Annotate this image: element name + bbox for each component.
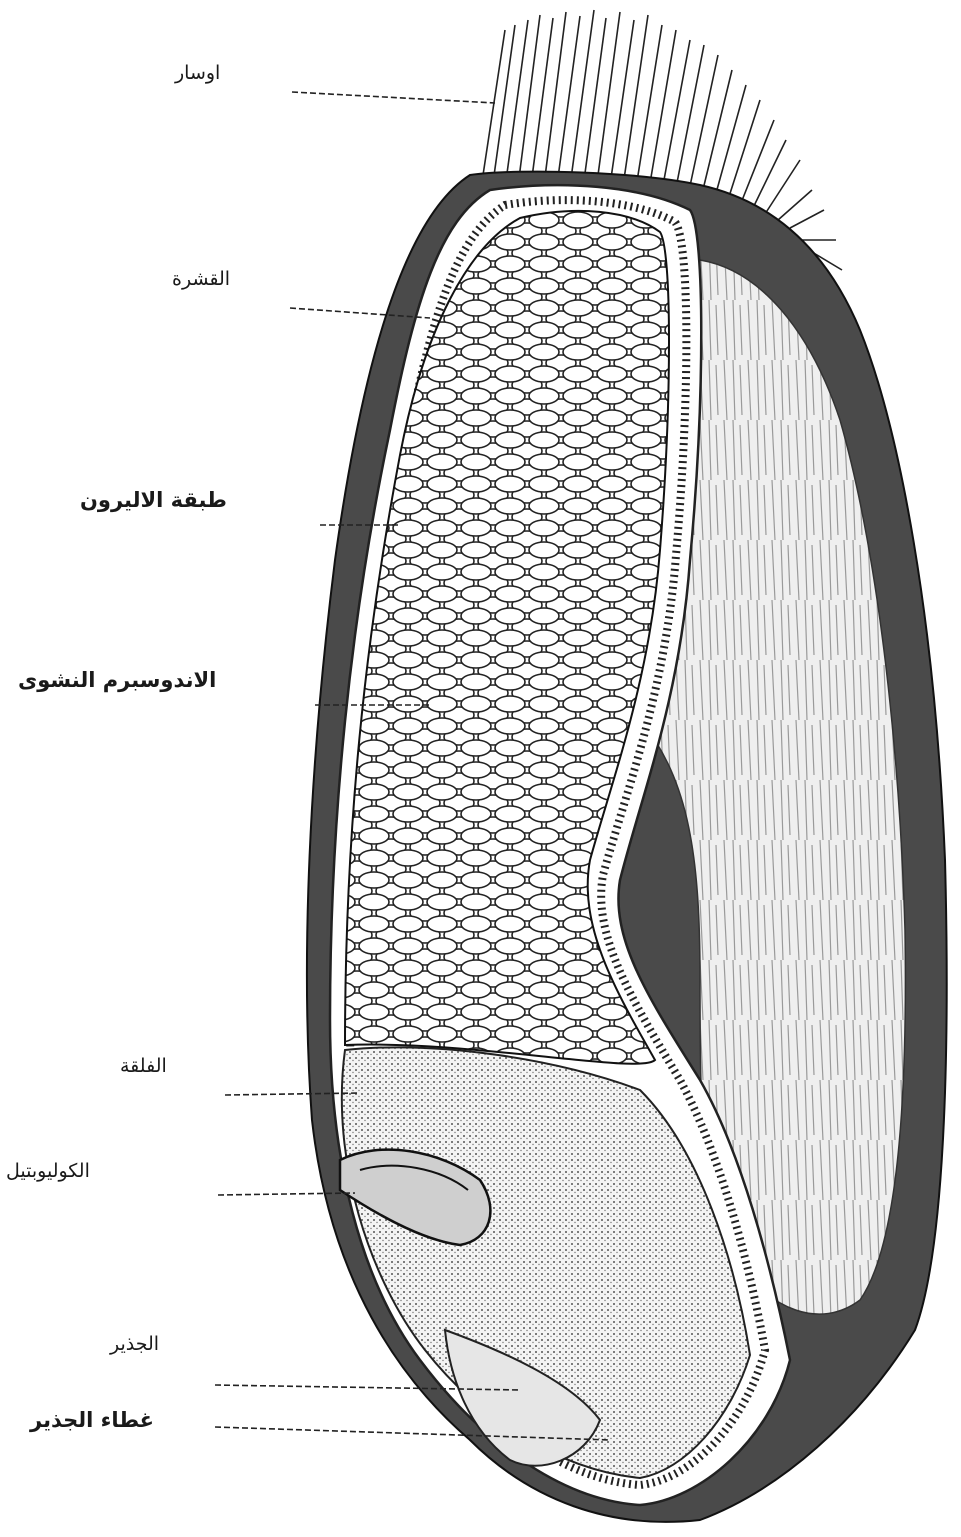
label-awn: اوسار bbox=[175, 62, 220, 84]
label-pericarp: القشرة bbox=[172, 268, 230, 290]
label-radicle: الجذير bbox=[110, 1333, 159, 1355]
label-aleurone: طبقة الاليرون bbox=[80, 488, 227, 512]
label-coleoptile: الكوليوبتيل bbox=[6, 1160, 90, 1182]
label-starchy-endosperm: الاندوسبرم النشوى bbox=[18, 668, 216, 692]
label-scutellum: الفلقة bbox=[120, 1055, 167, 1077]
label-coleorhiza: غطاء الجذير bbox=[30, 1408, 154, 1432]
